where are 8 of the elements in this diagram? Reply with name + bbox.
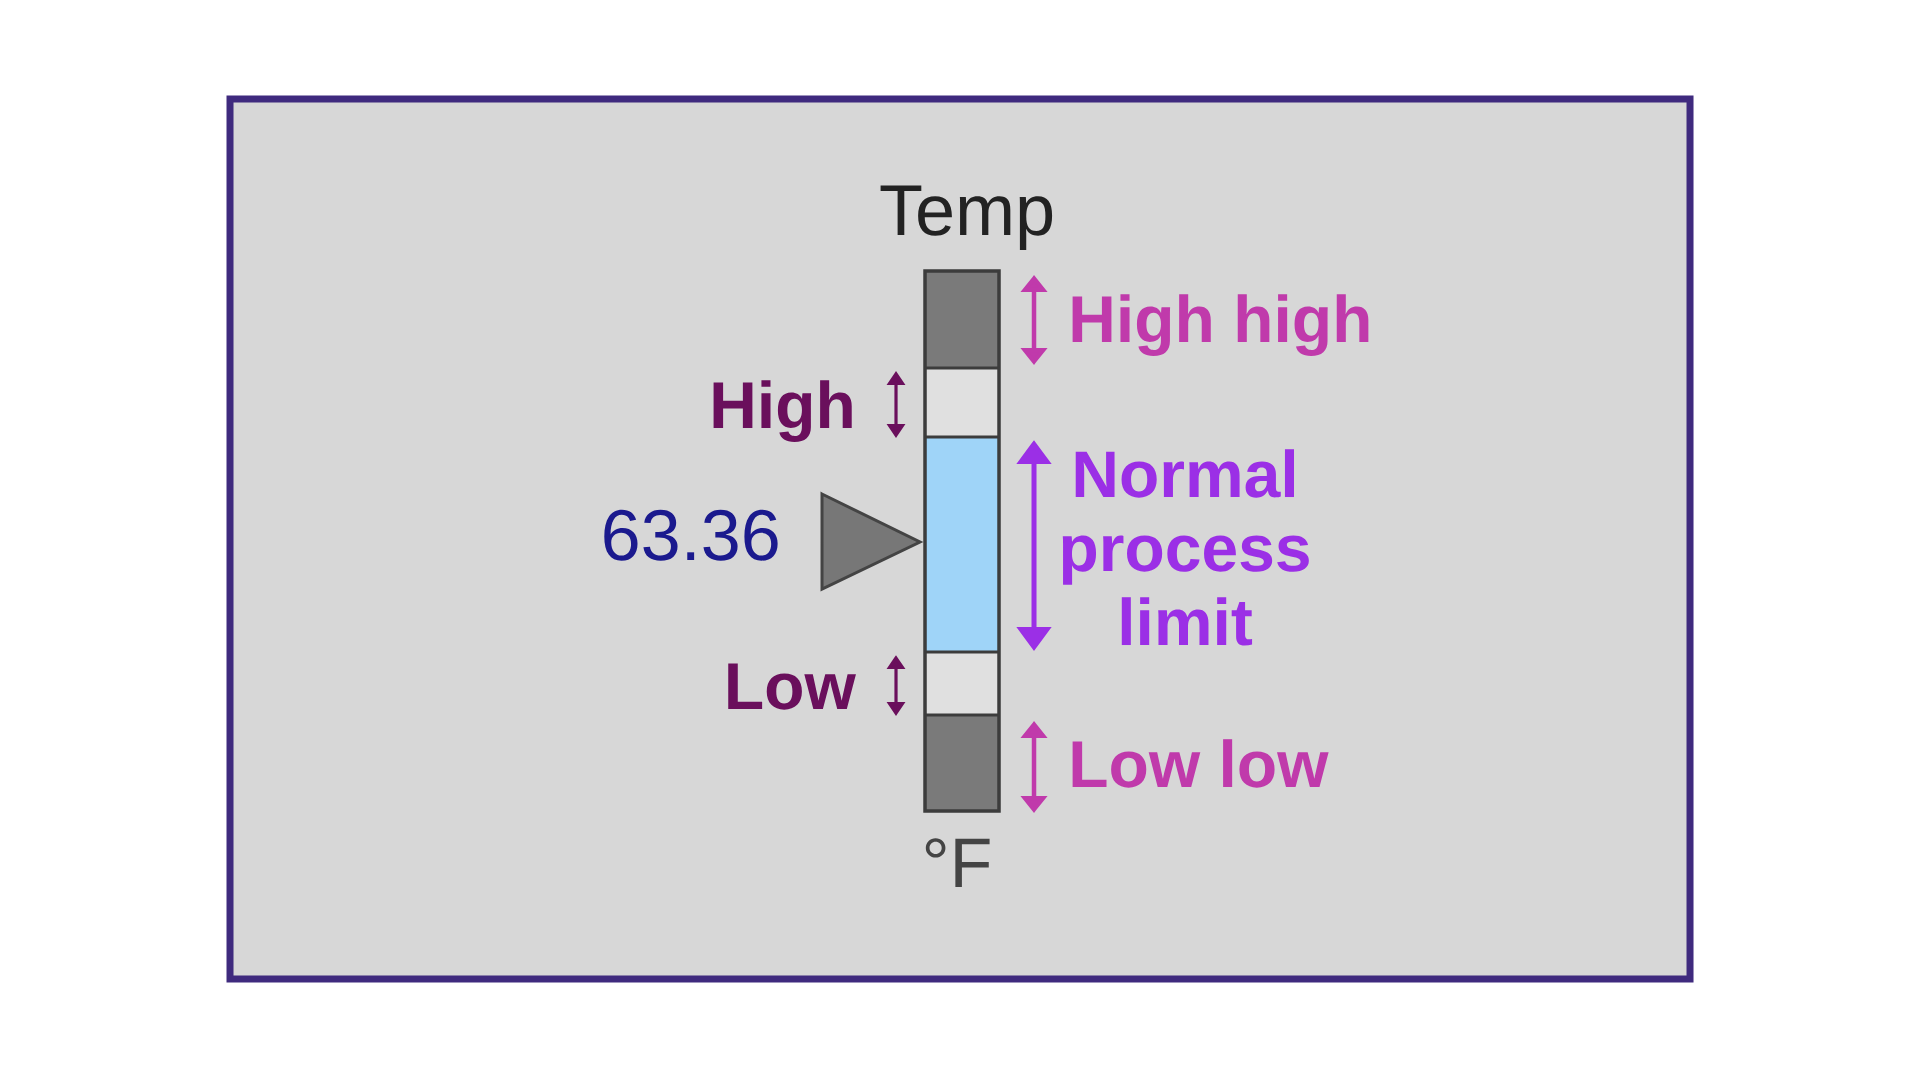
- zone-label: Low low: [1072, 739, 1329, 788]
- value-label: 63.36: [604, 509, 778, 561]
- gauge-title: Temp: [880, 185, 1053, 250]
- unit-label: °F: [925, 838, 990, 887]
- zone-label: High: [713, 380, 852, 442]
- zone-label: Low: [728, 663, 856, 710]
- zone-label: Normal process limit: [1062, 449, 1309, 646]
- zone-label: High high: [1072, 294, 1369, 356]
